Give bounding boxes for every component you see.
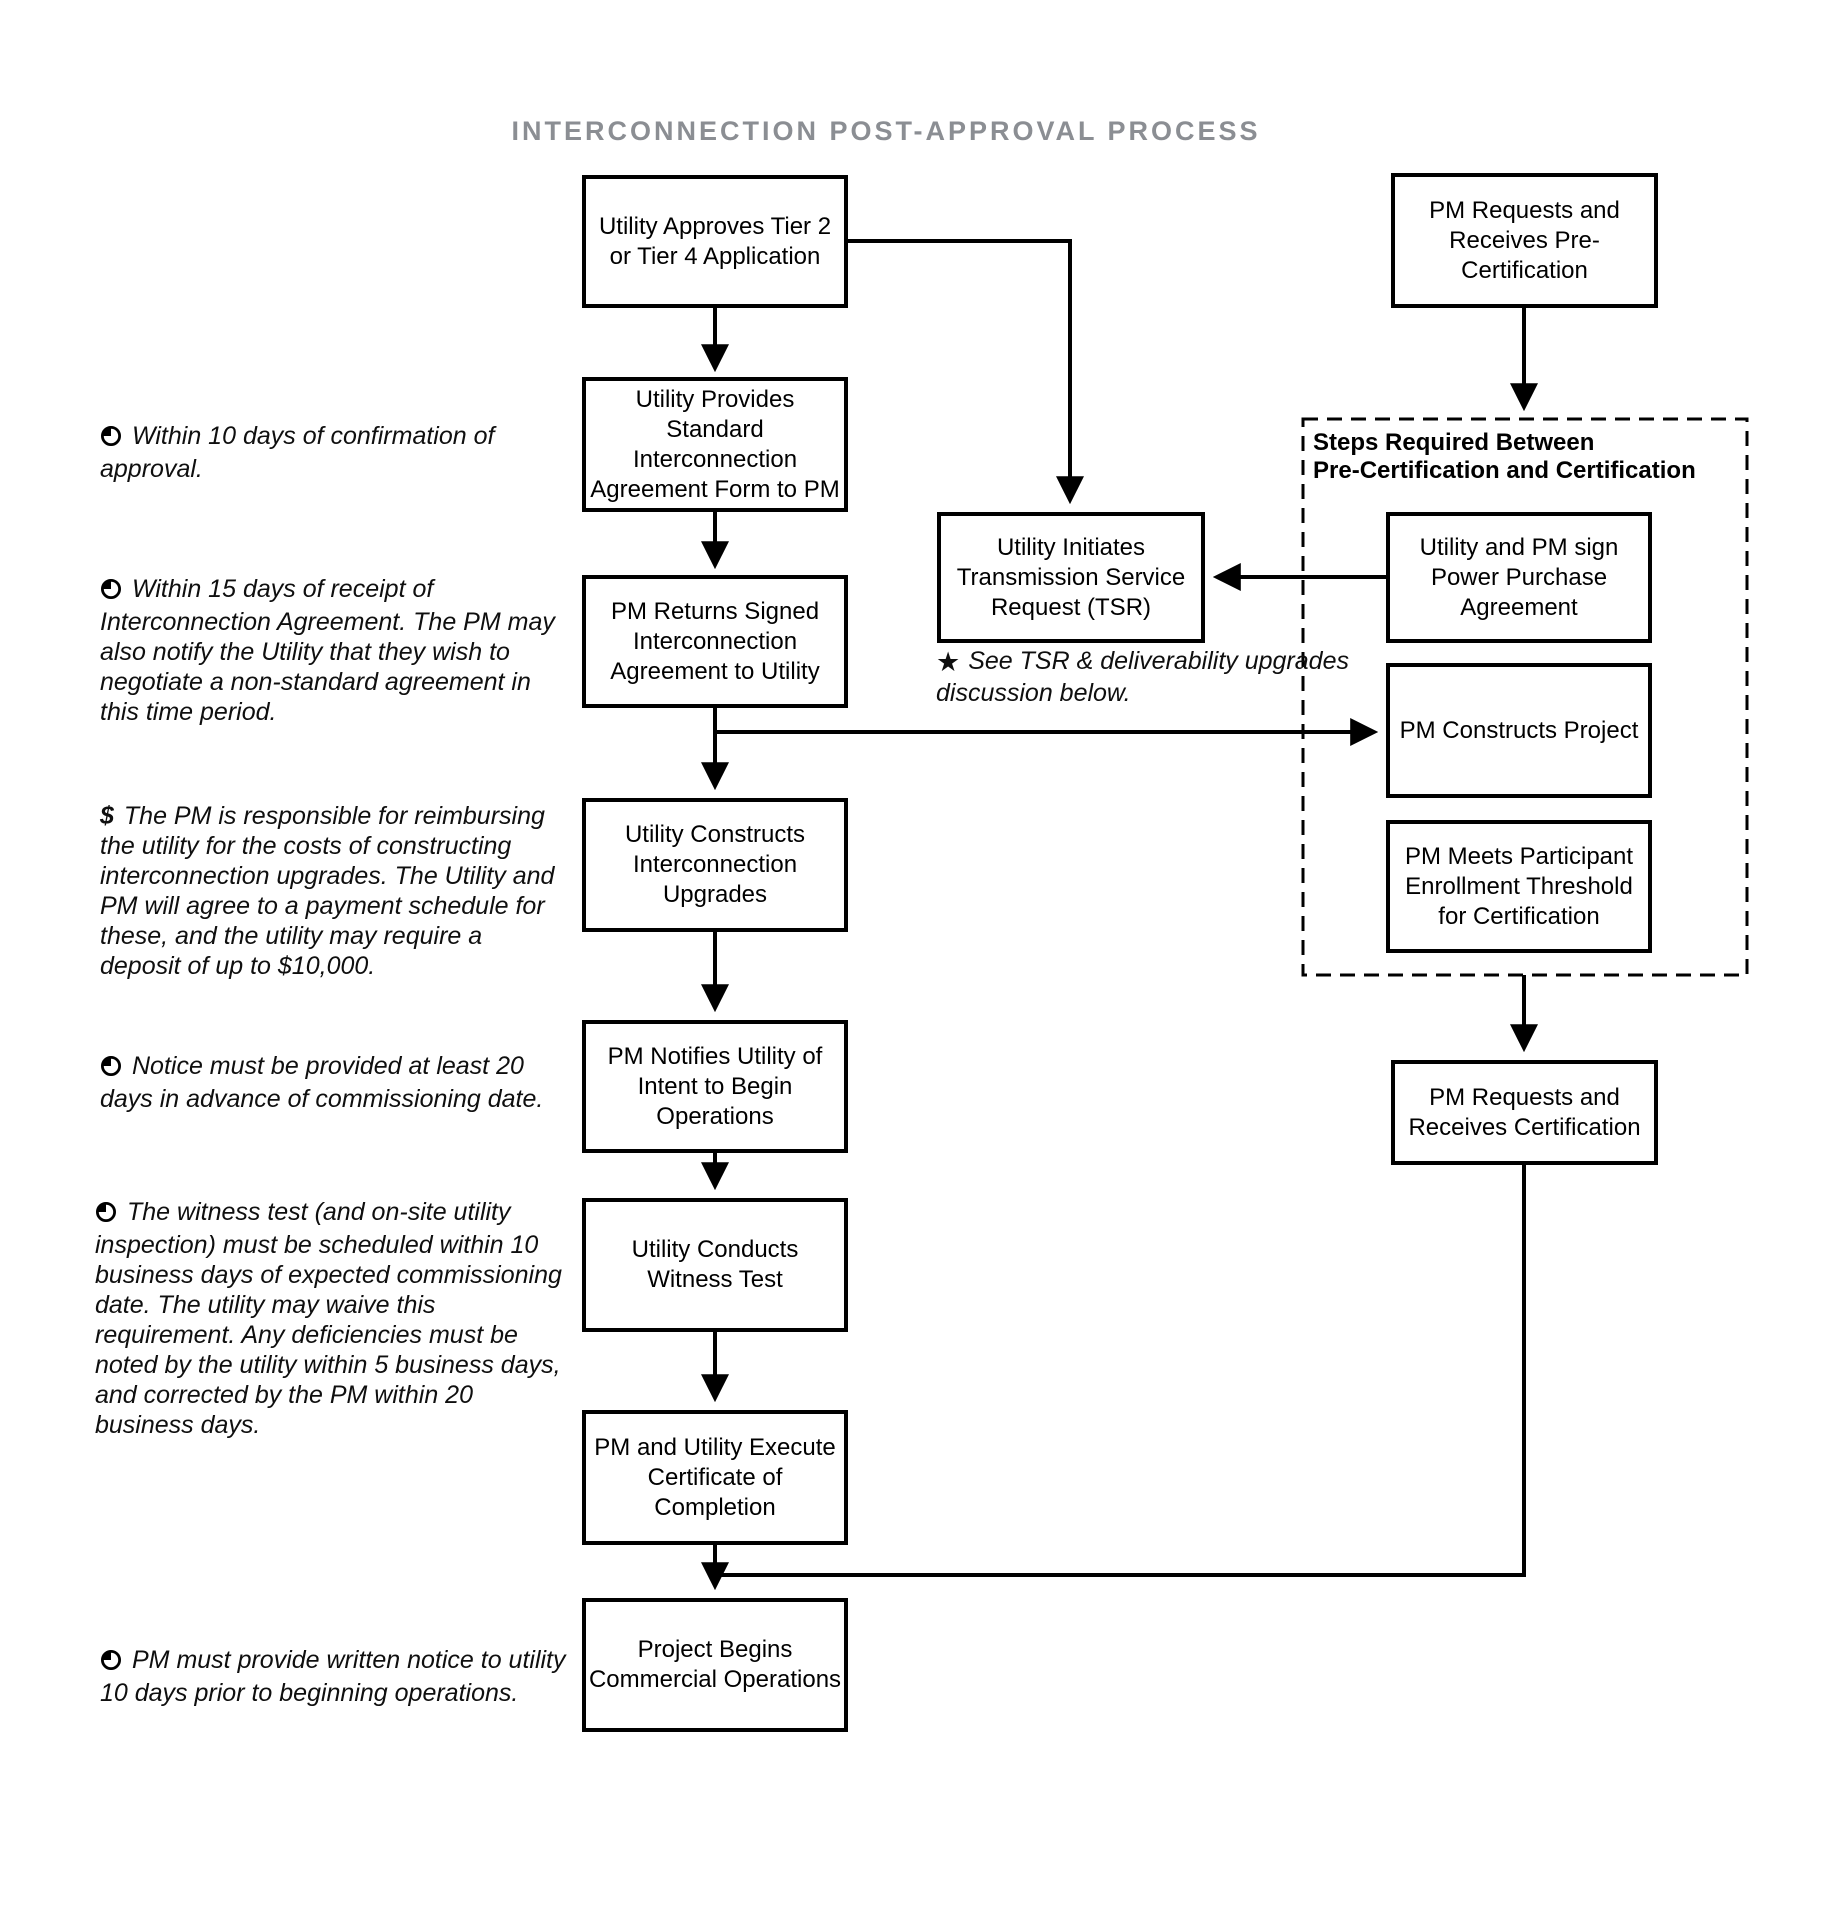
star-icon: ★ (936, 647, 961, 677)
box-pre-certification: PM Requests and Receives Pre- Certificat… (1391, 173, 1658, 308)
box-pm-returns: PM Returns Signed Interconnection Agreem… (582, 575, 848, 708)
box-project-begins: Project Begins Commercial Operations (582, 1598, 848, 1732)
note-text: Notice must be provided at least 20 days… (100, 1052, 544, 1113)
arrow-approves-to-tsr (848, 239, 1084, 505)
note-10-days-approval: Within 10 days of confirmation of approv… (100, 421, 570, 484)
dashed-group-heading: Steps Required Between Pre-Certification… (1313, 429, 1696, 484)
page-title: INTERCONNECTION POST-APPROVAL PROCESS (511, 116, 1261, 146)
line-certification-to-junction (717, 1165, 1526, 1577)
tsr-footnote-text: See TSR & deliverability upgrades discus… (936, 647, 1349, 707)
clock-icon (100, 424, 122, 454)
clock-icon (100, 1648, 122, 1678)
note-witness-test: The witness test (and on-site utility in… (95, 1197, 585, 1440)
box-utility-provides: Utility Provides Standard Interconnectio… (582, 377, 848, 512)
box-utility-approves: Utility Approves Tier 2 or Tier 4 Applic… (582, 175, 848, 308)
note-text: Within 10 days of confirmation of approv… (100, 422, 495, 483)
note-reimbursement: $The PM is responsible for reimbursing t… (100, 801, 580, 981)
box-utility-constructs: Utility Constructs Interconnection Upgra… (582, 798, 848, 932)
box-pm-notifies: PM Notifies Utility of Intent to Begin O… (582, 1020, 848, 1153)
note-15-days-agreement: Within 15 days of receipt of Interconnec… (100, 574, 580, 727)
clock-icon (100, 577, 122, 607)
clock-icon (95, 1200, 117, 1230)
note-written-notice: PM must provide written notice to utilit… (100, 1645, 580, 1708)
dashed-group-border (1301, 417, 1749, 977)
note-20-days-notice: Notice must be provided at least 20 days… (100, 1051, 580, 1114)
box-enrollment-threshold: PM Meets Participant Enrollment Threshol… (1386, 820, 1652, 953)
dollar-icon: $ (100, 802, 114, 830)
note-text: PM must provide written notice to utilit… (100, 1646, 566, 1707)
box-witness-test: Utility Conducts Witness Test (582, 1198, 848, 1332)
note-text: Within 15 days of receipt of Interconnec… (100, 575, 555, 726)
clock-icon (100, 1054, 122, 1084)
box-certificate-completion: PM and Utility Execute Certificate of Co… (582, 1410, 848, 1545)
tsr-footnote: ★See TSR & deliverability upgrades discu… (936, 646, 1366, 709)
note-text: The PM is responsible for reimbursing th… (100, 802, 555, 980)
box-ppa: Utility and PM sign Power Purchase Agree… (1386, 512, 1652, 643)
box-pm-constructs-project: PM Constructs Project (1386, 663, 1652, 798)
box-certification: PM Requests and Receives Certification (1391, 1060, 1658, 1165)
box-tsr: Utility Initiates Transmission Service R… (937, 512, 1205, 643)
note-text: The witness test (and on-site utility in… (95, 1198, 562, 1439)
